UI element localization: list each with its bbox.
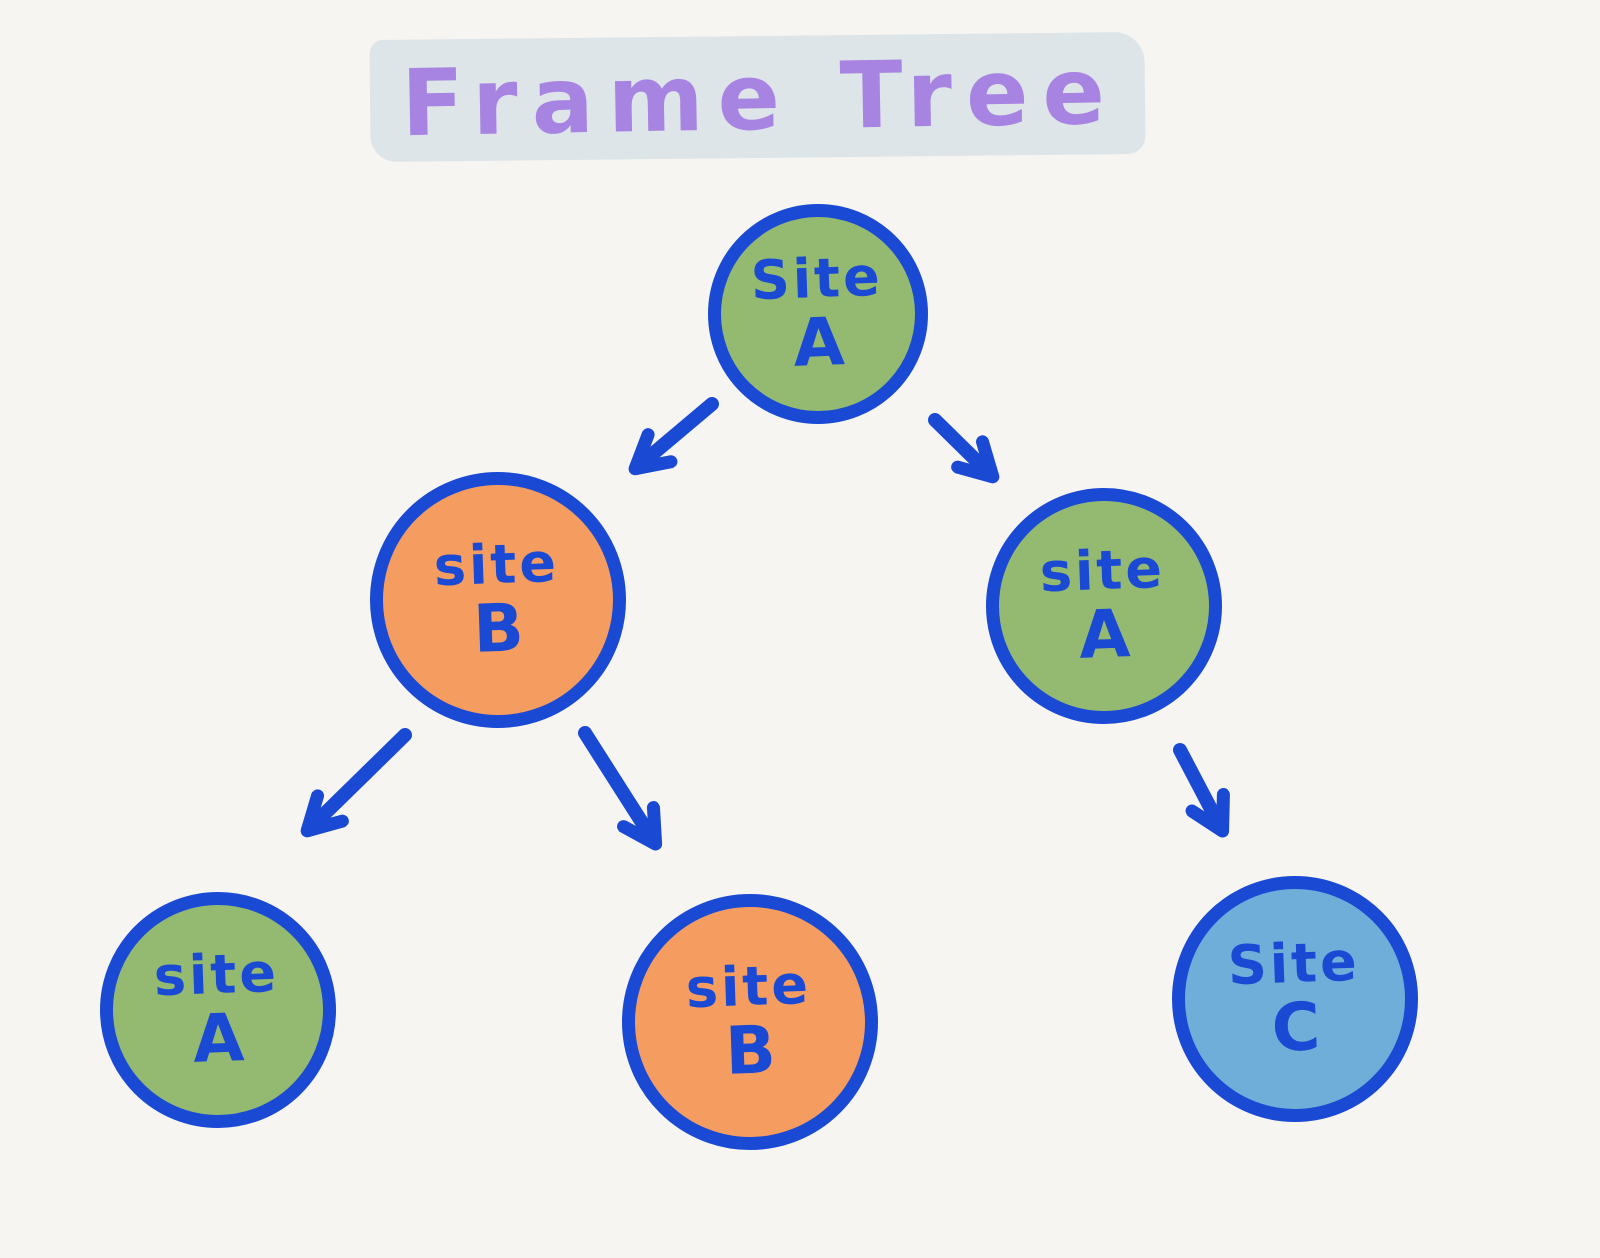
node-site-a-right-label: site A bbox=[1039, 536, 1168, 674]
node-site-c-bottom-right-label: Site C bbox=[1226, 929, 1363, 1067]
edge-site-b-to-site-a-bottom-left bbox=[308, 728, 412, 830]
node-label-line2: B bbox=[724, 1011, 778, 1090]
node-label-line2: B bbox=[472, 589, 526, 668]
node-site-b-left-label: site B bbox=[433, 530, 562, 668]
diagram-title: Frame Tree bbox=[400, 37, 1120, 158]
node-label-line1: site bbox=[153, 940, 281, 1009]
node-label-line1: site bbox=[685, 952, 813, 1021]
node-label-line2: A bbox=[192, 999, 246, 1078]
node-site-a-root-label: Site A bbox=[749, 244, 886, 382]
edge-site-b-to-site-b-bottom bbox=[578, 726, 655, 843]
node-label-line1: site bbox=[433, 530, 561, 599]
node-site-a-root: Site A bbox=[708, 204, 928, 424]
node-site-b-bottom: site B bbox=[622, 894, 878, 1150]
edge-root-to-site-b bbox=[636, 397, 719, 468]
node-label-line2: A bbox=[792, 303, 846, 382]
node-site-a-bottom-left-label: site A bbox=[153, 940, 282, 1078]
diagram-title-area: Frame Tree bbox=[360, 28, 1160, 178]
node-label-line2: A bbox=[1078, 595, 1132, 674]
node-site-c-bottom-right: Site C bbox=[1172, 876, 1418, 1122]
node-site-a-right: site A bbox=[986, 488, 1222, 724]
node-site-b-left: site B bbox=[370, 472, 626, 728]
edge-root-to-site-a-right bbox=[928, 413, 992, 476]
node-label-line1: Site bbox=[749, 244, 884, 313]
node-site-a-bottom-left: site A bbox=[100, 892, 336, 1128]
node-site-b-bottom-label: site B bbox=[685, 952, 814, 1090]
node-label-line1: site bbox=[1039, 536, 1167, 605]
edge-site-a-right-to-site-c bbox=[1173, 743, 1222, 830]
node-label-line1: Site bbox=[1226, 929, 1361, 998]
node-label-line2: C bbox=[1270, 988, 1322, 1067]
